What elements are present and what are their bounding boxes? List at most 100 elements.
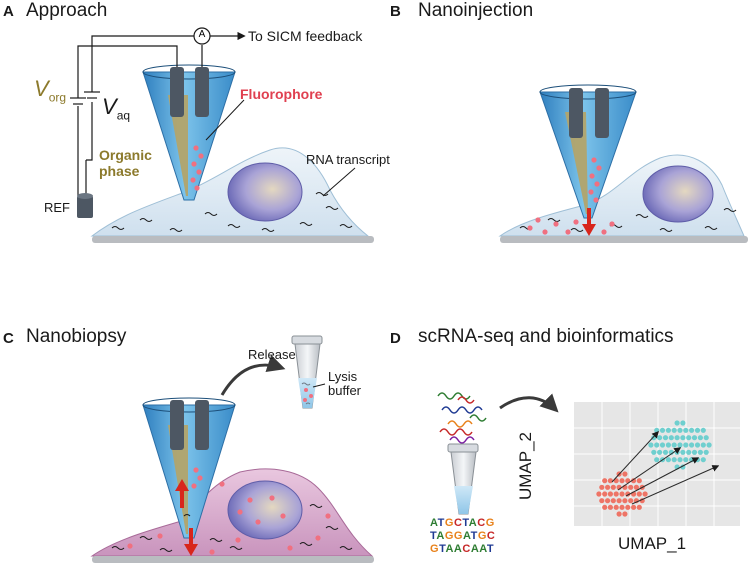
cluster-dot (636, 491, 642, 497)
cluster-dot (599, 484, 605, 490)
sequence-base: C (477, 517, 486, 529)
cluster-dot (657, 435, 663, 441)
sequence-base: C (453, 517, 463, 529)
cluster-dot (610, 484, 616, 490)
cluster-dot (700, 442, 706, 448)
cluster-dot (610, 498, 616, 504)
cluster-dot (613, 504, 619, 510)
cluster-dot (636, 504, 642, 510)
cluster-dot (605, 484, 611, 490)
panel-d-letter: D (390, 330, 401, 347)
cluster-dot (677, 427, 683, 433)
cluster-cyan (648, 420, 712, 470)
cluster-dot (677, 442, 683, 448)
cluster-dot (599, 498, 605, 504)
sequence-base: G (444, 530, 454, 542)
ref-electrode (77, 193, 93, 218)
umap-x-label: UMAP_1 (618, 534, 687, 553)
cluster-dot (686, 449, 692, 455)
cluster-dot (633, 484, 640, 490)
cluster-dot (631, 478, 637, 484)
cluster-dot (668, 435, 674, 441)
panel-d-graphic (437, 392, 740, 526)
cluster-dot (636, 478, 642, 484)
cluster-dot (662, 435, 669, 441)
fluorophore-pointer (205, 99, 245, 141)
cluster-dot (665, 457, 672, 463)
nanopipette-c (142, 397, 236, 539)
cluster-dot (697, 449, 704, 455)
panel-b-letter: B (390, 3, 401, 20)
sequence-base: G (477, 530, 487, 542)
cluster-dot (703, 449, 709, 455)
sequence-block: ATGCTACG TAGGATGC GTAACAAT (430, 517, 495, 556)
nucleus-c (227, 480, 303, 540)
sequence-base: T (437, 517, 445, 529)
fluorophore-dots-a (190, 145, 204, 191)
lysis-pointer (312, 383, 326, 388)
panel-c-title: Nanobiopsy (26, 326, 127, 347)
cluster-dot (674, 420, 680, 426)
substrate-b (500, 236, 748, 243)
cluster-dot (607, 491, 614, 497)
ref-label: REF (44, 200, 70, 215)
sequence-base: G (485, 517, 495, 529)
panel-c-letter: C (3, 330, 14, 347)
cluster-dot (665, 442, 672, 448)
cluster-dot (694, 427, 701, 433)
cluster-dot (700, 427, 706, 433)
cluster-dot (605, 498, 611, 504)
sequence-base: G (430, 543, 440, 555)
eppendorf-tube-d (447, 443, 479, 515)
sequence-base: A (468, 517, 478, 529)
circuit-wires (70, 31, 246, 196)
cluster-dot (665, 427, 672, 433)
cluster-dot (680, 420, 686, 426)
cluster-dot (662, 449, 669, 455)
cluster-dot (648, 442, 654, 448)
nucleus-a (227, 162, 303, 222)
rna-squiggles-c (111, 504, 353, 552)
cluster-dot (683, 442, 689, 448)
release-label: Release (248, 347, 296, 362)
aspirate-arrows (175, 479, 198, 556)
sequence-row: GTAACAAT (430, 543, 495, 556)
sicm-feedback-label: To SICM feedback (248, 28, 363, 44)
cluster-dot (691, 435, 698, 441)
cluster-dot (694, 442, 701, 448)
sequence-base: T (486, 543, 495, 555)
cluster-dot (706, 442, 712, 448)
sequence-base: A (445, 543, 454, 555)
cluster-dot (697, 435, 704, 441)
sequence-row: ATGCTACG (430, 517, 495, 530)
panel-a-letter: A (3, 3, 14, 20)
cluster-dot (631, 504, 637, 510)
rna-transcript-label: RNA transcript (306, 152, 390, 167)
cluster-dot (654, 442, 660, 448)
sequence-base: A (470, 543, 480, 555)
cluster-dot (622, 471, 628, 477)
cluster-dot (671, 427, 677, 433)
cluster-dot (671, 442, 677, 448)
cluster-dot (683, 427, 689, 433)
cluster-dot (691, 449, 698, 455)
cluster-dot (616, 511, 622, 517)
cluster-dot (689, 442, 695, 448)
sequence-base: A (453, 543, 463, 555)
cell-dots-c (127, 481, 331, 555)
cluster-dot (657, 449, 663, 455)
cluster-dot (613, 491, 619, 497)
nanopipette-b (539, 84, 637, 219)
rna-pointer (322, 167, 356, 197)
cluster-dot (628, 498, 634, 504)
sequence-base: T (470, 530, 478, 542)
cluster-dot (622, 511, 628, 517)
pipette-dots-c (191, 467, 203, 489)
cluster-dot (654, 427, 660, 433)
ammeter-label: A (198, 29, 206, 40)
cluster-dot (602, 478, 608, 484)
sequence-base: A (462, 530, 471, 542)
v-org-label: Vorg (34, 76, 67, 105)
